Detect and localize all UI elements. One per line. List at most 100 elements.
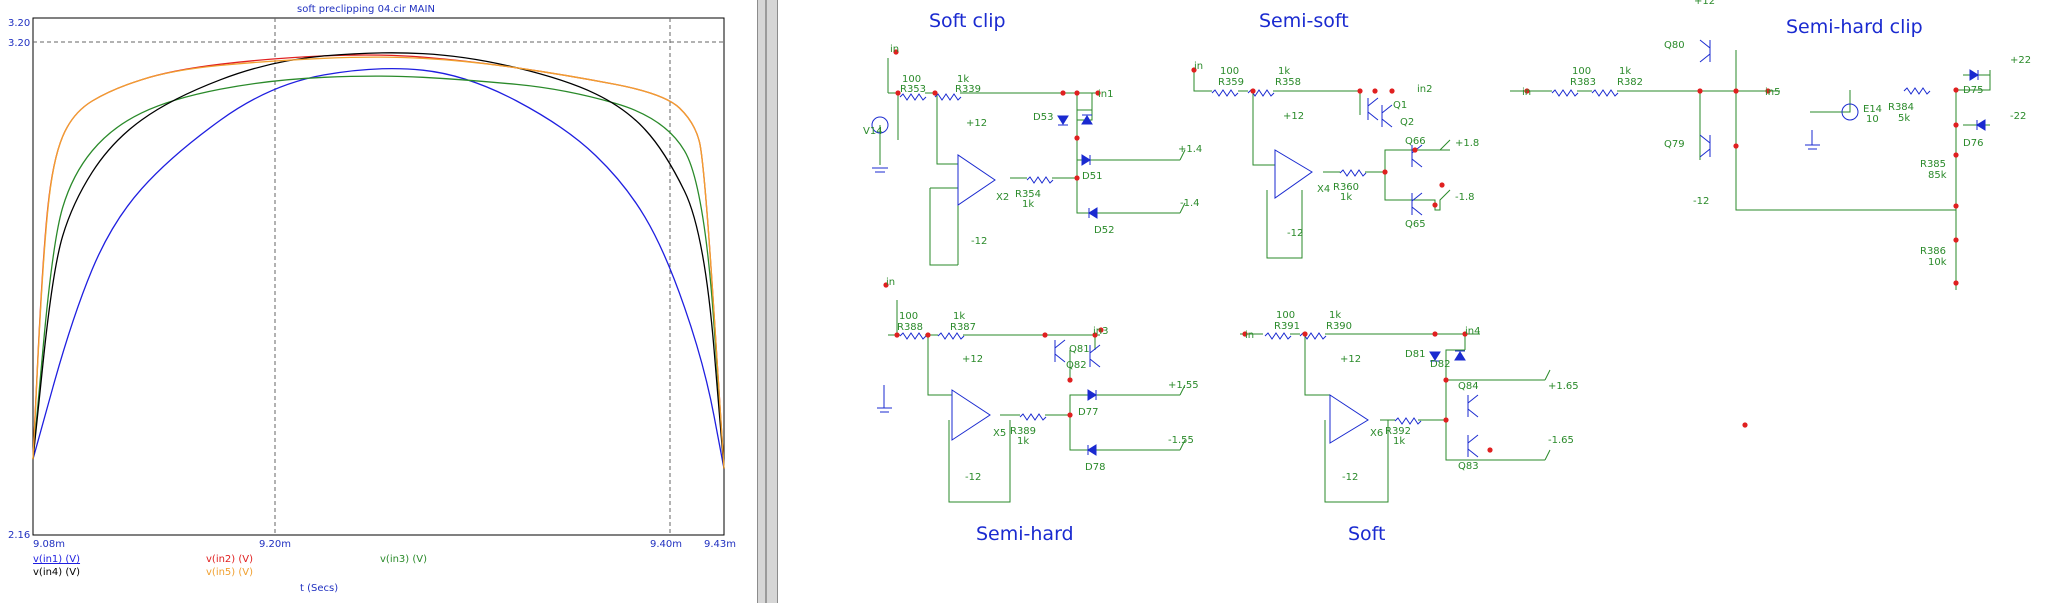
series-line-4 xyxy=(32,52,725,470)
resistor-r387[interactable] xyxy=(937,332,965,340)
ref-label: R382 xyxy=(1617,77,1643,88)
value-label: -1.8 xyxy=(1455,192,1475,203)
resistor-r392[interactable] xyxy=(1394,417,1422,425)
transistor-q79[interactable] xyxy=(1699,134,1711,158)
value-label: +22 xyxy=(2010,55,2031,66)
value-label: +12 xyxy=(1694,0,1715,7)
legend-entry[interactable]: v(in4) (V) xyxy=(33,567,80,578)
voltage-source-e14[interactable] xyxy=(1841,103,1859,121)
opamp-x6[interactable] xyxy=(1329,394,1369,444)
resistor-r360[interactable] xyxy=(1339,169,1367,177)
resistor-r383[interactable] xyxy=(1551,89,1579,97)
resistor-r384[interactable] xyxy=(1903,87,1931,95)
diode-d78[interactable] xyxy=(1087,444,1097,456)
diode-d52[interactable] xyxy=(1088,207,1098,219)
transistor-q83[interactable] xyxy=(1467,434,1479,458)
net-label: in xyxy=(1245,330,1254,341)
schematic-svg[interactable]: Soft clip Semi-soft Semi-hard clip Semi-… xyxy=(778,0,2048,603)
ref-label: D52 xyxy=(1094,225,1114,236)
x-axis-label: t (Secs) xyxy=(300,583,338,594)
diode-d76[interactable] xyxy=(1976,119,1986,131)
value-label: 1k xyxy=(1022,199,1034,210)
splitter-bar[interactable] xyxy=(757,0,778,603)
value-label: 100 xyxy=(1572,66,1591,77)
ref-label: D78 xyxy=(1085,462,1105,473)
value-label: 1k xyxy=(1329,310,1341,321)
ref-label: Q84 xyxy=(1458,381,1479,392)
transistor-q80[interactable] xyxy=(1699,39,1711,63)
splitter-grip[interactable] xyxy=(765,0,767,603)
ref-label: Q81 xyxy=(1069,344,1090,355)
value-label: -22 xyxy=(2010,111,2026,122)
ground-icon xyxy=(872,167,888,173)
net-label: in xyxy=(1522,87,1531,98)
resistor-r359[interactable] xyxy=(1211,89,1239,97)
resistor-r388[interactable] xyxy=(899,332,927,340)
ref-label: R392 xyxy=(1385,426,1411,437)
opamp-x4[interactable] xyxy=(1274,149,1313,199)
value-label: +1.65 xyxy=(1548,381,1579,392)
ref-label: R354 xyxy=(1015,189,1041,200)
diode-d53a[interactable] xyxy=(1057,115,1069,126)
diode-d82[interactable] xyxy=(1454,350,1466,361)
schematic-panel[interactable]: Soft clip Semi-soft Semi-hard clip Semi-… xyxy=(778,0,2048,603)
ref-label: R358 xyxy=(1275,77,1301,88)
transistor-q2[interactable] xyxy=(1381,104,1393,128)
voltage-source-v14[interactable] xyxy=(871,116,889,134)
value-label: -12 xyxy=(1287,228,1303,239)
value-label: 5k xyxy=(1898,113,1910,124)
net-label: in xyxy=(890,44,899,55)
value-label: +12 xyxy=(962,354,983,365)
opamp-x5[interactable] xyxy=(951,389,991,441)
legend-entry[interactable]: v(in5) (V) xyxy=(206,567,253,578)
net-label: in3 xyxy=(1093,326,1108,337)
ref-label: R360 xyxy=(1333,182,1359,193)
waveform-plot-svg[interactable]: soft preclipping 04.cir MAIN 3.20 3.20 2… xyxy=(0,0,757,603)
resistor-r391[interactable] xyxy=(1264,332,1292,340)
value-label: -1.65 xyxy=(1548,435,1574,446)
ref-label: R387 xyxy=(950,322,976,333)
waveform-plot-panel[interactable]: soft preclipping 04.cir MAIN 3.20 3.20 2… xyxy=(0,0,757,603)
diode-d81[interactable] xyxy=(1429,351,1441,362)
net-label: in4 xyxy=(1465,326,1480,337)
diode-d53b[interactable] xyxy=(1081,114,1093,125)
ref-label: X6 xyxy=(1370,428,1383,439)
x-tick-label: 9.40m xyxy=(650,539,682,550)
transistor-q1[interactable] xyxy=(1367,97,1379,121)
transistor-q84[interactable] xyxy=(1467,394,1479,418)
value-label: +12 xyxy=(1340,354,1361,365)
value-label: 100 xyxy=(1276,310,1295,321)
value-label: 1k xyxy=(1278,66,1290,77)
x-tick-label: 9.20m xyxy=(259,539,291,550)
diode-d51[interactable] xyxy=(1081,154,1091,166)
value-label: 10k xyxy=(1928,257,1947,268)
resistor-r389[interactable] xyxy=(1019,413,1047,421)
transistor-q81[interactable] xyxy=(1054,339,1066,363)
legend-entry[interactable]: v(in2) (V) xyxy=(206,554,253,565)
value-label: -12 xyxy=(1693,196,1709,207)
value-label: -1.55 xyxy=(1168,435,1194,446)
ground-icon xyxy=(1805,130,1820,150)
legend-entry[interactable]: v(in3) (V) xyxy=(380,554,427,565)
diode-d75[interactable] xyxy=(1969,69,1979,81)
value-label: -12 xyxy=(1342,472,1358,483)
x-tick-label: 9.43m xyxy=(704,539,736,550)
ref-label: R390 xyxy=(1326,321,1352,332)
diode-d77[interactable] xyxy=(1087,389,1097,401)
net-label: in xyxy=(886,277,895,288)
ref-label: E14 xyxy=(1863,104,1882,115)
y-bottom-label: 2.16 xyxy=(8,530,30,541)
opamp-x2[interactable] xyxy=(957,154,996,206)
value-label: +12 xyxy=(966,118,987,129)
net-label: in2 xyxy=(1417,84,1432,95)
section-title-soft-clip: Soft clip xyxy=(929,10,1006,32)
resistor-r354[interactable] xyxy=(1026,176,1054,184)
transistor-q82[interactable] xyxy=(1089,344,1101,368)
ref-label: D82 xyxy=(1430,359,1450,370)
ref-label: Q66 xyxy=(1405,136,1426,147)
resistor-r382[interactable] xyxy=(1591,89,1619,97)
ref-label: R353 xyxy=(900,84,926,95)
ref-label: Q82 xyxy=(1066,360,1087,371)
legend-entry[interactable]: v(in1) (V) xyxy=(33,554,80,565)
transistor-q65[interactable] xyxy=(1411,192,1423,216)
